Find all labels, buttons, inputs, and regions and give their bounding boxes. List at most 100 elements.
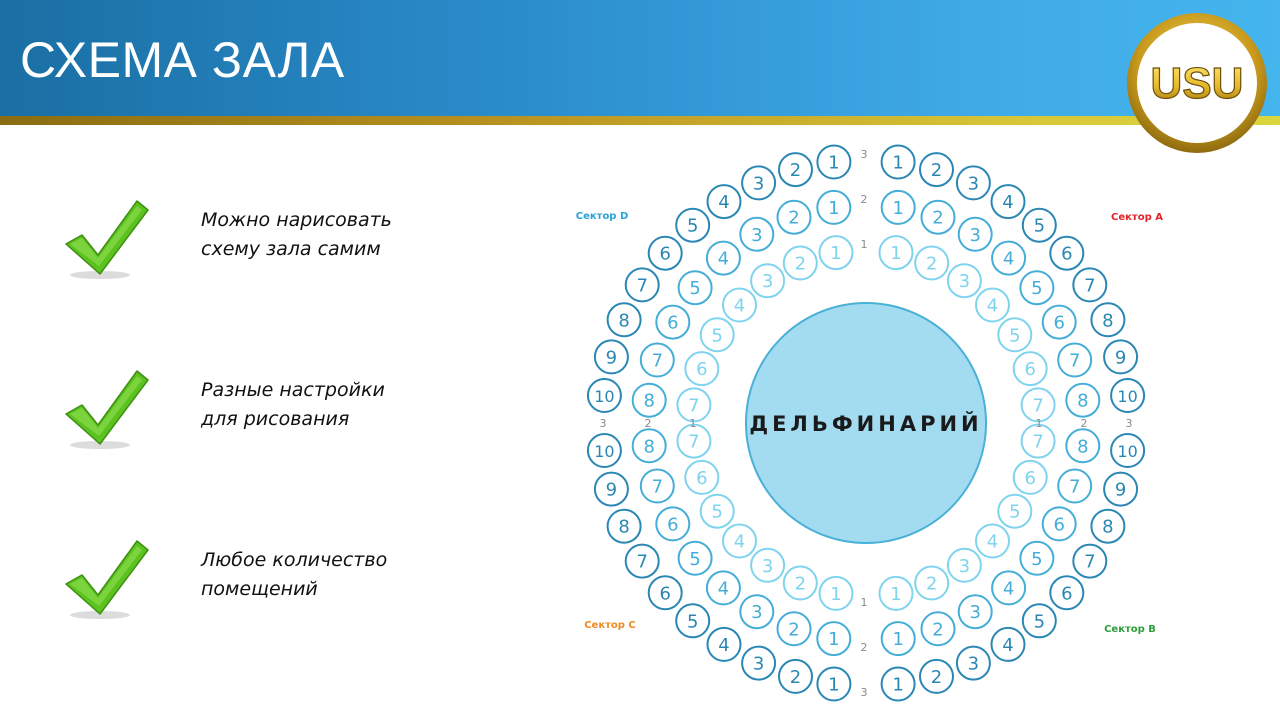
seat-a-row2-2[interactable]: 2	[920, 199, 956, 235]
seat-b-row3-4[interactable]: 4	[990, 626, 1026, 662]
seat-a-row1-7[interactable]: 7	[1020, 387, 1056, 423]
seat-c-row3-2[interactable]: 2	[778, 658, 813, 694]
seat-d-row1-2[interactable]: 2	[782, 245, 818, 281]
seat-a-row3-7[interactable]: 7	[1072, 267, 1108, 303]
seat-b-row3-8[interactable]: 8	[1090, 508, 1126, 544]
seat-c-row2-5[interactable]: 5	[677, 540, 713, 576]
seat-a-row3-3[interactable]: 3	[955, 165, 991, 201]
seat-d-row2-8[interactable]: 8	[631, 382, 667, 418]
seat-d-row3-4[interactable]: 4	[706, 184, 742, 220]
seat-c-row2-7[interactable]: 7	[639, 468, 675, 504]
seat-c-row2-4[interactable]: 4	[705, 570, 741, 606]
seat-d-row3-7[interactable]: 7	[624, 267, 660, 303]
seat-a-row2-4[interactable]: 4	[991, 240, 1027, 276]
seat-d-row2-4[interactable]: 4	[705, 240, 741, 276]
seat-d-row2-2[interactable]: 2	[776, 199, 812, 235]
seat-b-row1-4[interactable]: 4	[975, 523, 1010, 559]
seat-d-row3-8[interactable]: 8	[606, 302, 642, 338]
seat-c-row1-5[interactable]: 5	[699, 493, 735, 529]
seat-b-row2-8[interactable]: 8	[1065, 428, 1101, 464]
seat-b-row3-6[interactable]: 6	[1049, 575, 1085, 611]
seat-c-row2-8[interactable]: 8	[631, 428, 667, 464]
seat-c-row1-4[interactable]: 4	[722, 523, 757, 559]
seat-d-row1-4[interactable]: 4	[722, 287, 757, 323]
seat-c-row1-3[interactable]: 3	[750, 547, 786, 583]
seat-d-row3-9[interactable]: 9	[593, 339, 629, 375]
seat-c-row3-1[interactable]: 1	[816, 666, 852, 702]
seat-c-row3-10[interactable]: 10	[586, 433, 622, 468]
seat-a-row2-3[interactable]: 3	[957, 216, 993, 252]
seat-d-row1-7[interactable]: 7	[676, 387, 712, 423]
seat-c-row3-8[interactable]: 8	[606, 508, 642, 544]
seat-b-row2-1[interactable]: 1	[880, 621, 916, 657]
seat-b-row2-5[interactable]: 5	[1019, 540, 1055, 576]
seat-c-row3-4[interactable]: 4	[706, 626, 742, 662]
seat-a-row3-5[interactable]: 5	[1021, 207, 1057, 243]
seat-b-row1-3[interactable]: 3	[946, 547, 982, 583]
seat-a-row2-8[interactable]: 8	[1065, 382, 1101, 418]
seat-c-row2-1[interactable]: 1	[816, 621, 852, 657]
seat-a-row1-6[interactable]: 6	[1012, 351, 1048, 387]
seat-b-row3-7[interactable]: 7	[1072, 543, 1108, 579]
seat-b-row1-7[interactable]: 7	[1020, 423, 1056, 459]
seat-d-row3-3[interactable]: 3	[741, 165, 777, 201]
seat-a-row1-5[interactable]: 5	[997, 317, 1033, 353]
seat-c-row1-7[interactable]: 7	[676, 423, 712, 459]
seat-c-row2-2[interactable]: 2	[776, 611, 812, 647]
seat-c-row3-9[interactable]: 9	[593, 471, 629, 507]
seat-d-row2-6[interactable]: 6	[655, 304, 691, 340]
seat-b-row2-6[interactable]: 6	[1041, 506, 1077, 542]
seat-c-row3-7[interactable]: 7	[624, 543, 660, 579]
seat-a-row3-10[interactable]: 10	[1110, 378, 1146, 413]
seat-b-row2-7[interactable]: 7	[1057, 468, 1093, 504]
seat-b-row1-2[interactable]: 2	[914, 565, 950, 601]
seat-a-row3-4[interactable]: 4	[990, 184, 1026, 220]
seat-d-row3-1[interactable]: 1	[816, 144, 852, 180]
seat-a-row1-2[interactable]: 2	[914, 245, 950, 281]
seat-a-row3-8[interactable]: 8	[1090, 302, 1126, 338]
seat-c-row3-6[interactable]: 6	[647, 575, 683, 611]
seat-b-row1-5[interactable]: 5	[997, 493, 1033, 529]
seat-b-row2-2[interactable]: 2	[920, 611, 956, 647]
seat-b-row2-3[interactable]: 3	[957, 594, 993, 630]
seat-d-row1-5[interactable]: 5	[699, 317, 735, 353]
seat-d-row1-6[interactable]: 6	[684, 351, 720, 387]
seat-b-row2-4[interactable]: 4	[991, 570, 1027, 606]
seat-d-row1-1[interactable]: 1	[818, 235, 854, 271]
seat-a-row3-2[interactable]: 2	[919, 152, 954, 188]
seat-b-row1-1[interactable]: 1	[878, 575, 914, 611]
seat-d-row3-2[interactable]: 2	[778, 152, 813, 188]
seat-d-row2-5[interactable]: 5	[677, 270, 713, 306]
seat-a-row2-6[interactable]: 6	[1041, 304, 1077, 340]
seat-d-row2-1[interactable]: 1	[816, 189, 852, 225]
seat-d-row3-5[interactable]: 5	[675, 207, 711, 243]
seat-b-row3-1[interactable]: 1	[880, 666, 916, 702]
seat-d-row3-6[interactable]: 6	[647, 235, 683, 271]
seat-b-row3-10[interactable]: 10	[1110, 433, 1146, 468]
seat-c-row3-5[interactable]: 5	[675, 603, 711, 639]
seat-a-row2-1[interactable]: 1	[880, 189, 916, 225]
seat-a-row3-6[interactable]: 6	[1049, 235, 1085, 271]
seat-a-row2-7[interactable]: 7	[1057, 342, 1093, 378]
seat-c-row2-3[interactable]: 3	[739, 594, 775, 630]
seat-b-row3-5[interactable]: 5	[1021, 603, 1057, 639]
seat-b-row3-9[interactable]: 9	[1103, 471, 1139, 507]
seat-b-row1-6[interactable]: 6	[1012, 459, 1048, 495]
seat-d-row1-3[interactable]: 3	[750, 263, 786, 299]
seat-a-row1-4[interactable]: 4	[975, 287, 1010, 323]
seat-d-row2-3[interactable]: 3	[739, 216, 775, 252]
seat-a-row3-9[interactable]: 9	[1103, 339, 1139, 375]
seat-a-row3-1[interactable]: 1	[880, 144, 916, 180]
seat-b-row3-3[interactable]: 3	[955, 645, 991, 681]
seat-c-row1-2[interactable]: 2	[782, 565, 818, 601]
seat-c-row2-6[interactable]: 6	[655, 506, 691, 542]
seat-a-row2-5[interactable]: 5	[1019, 270, 1055, 306]
seat-a-row1-1[interactable]: 1	[878, 235, 914, 271]
seat-b-row3-2[interactable]: 2	[919, 658, 954, 694]
seat-c-row3-3[interactable]: 3	[741, 645, 777, 681]
seat-d-row2-7[interactable]: 7	[639, 342, 675, 378]
seat-c-row1-6[interactable]: 6	[684, 459, 720, 495]
seat-d-row3-10[interactable]: 10	[586, 378, 622, 413]
seat-a-row1-3[interactable]: 3	[946, 263, 982, 299]
seat-c-row1-1[interactable]: 1	[818, 575, 854, 611]
